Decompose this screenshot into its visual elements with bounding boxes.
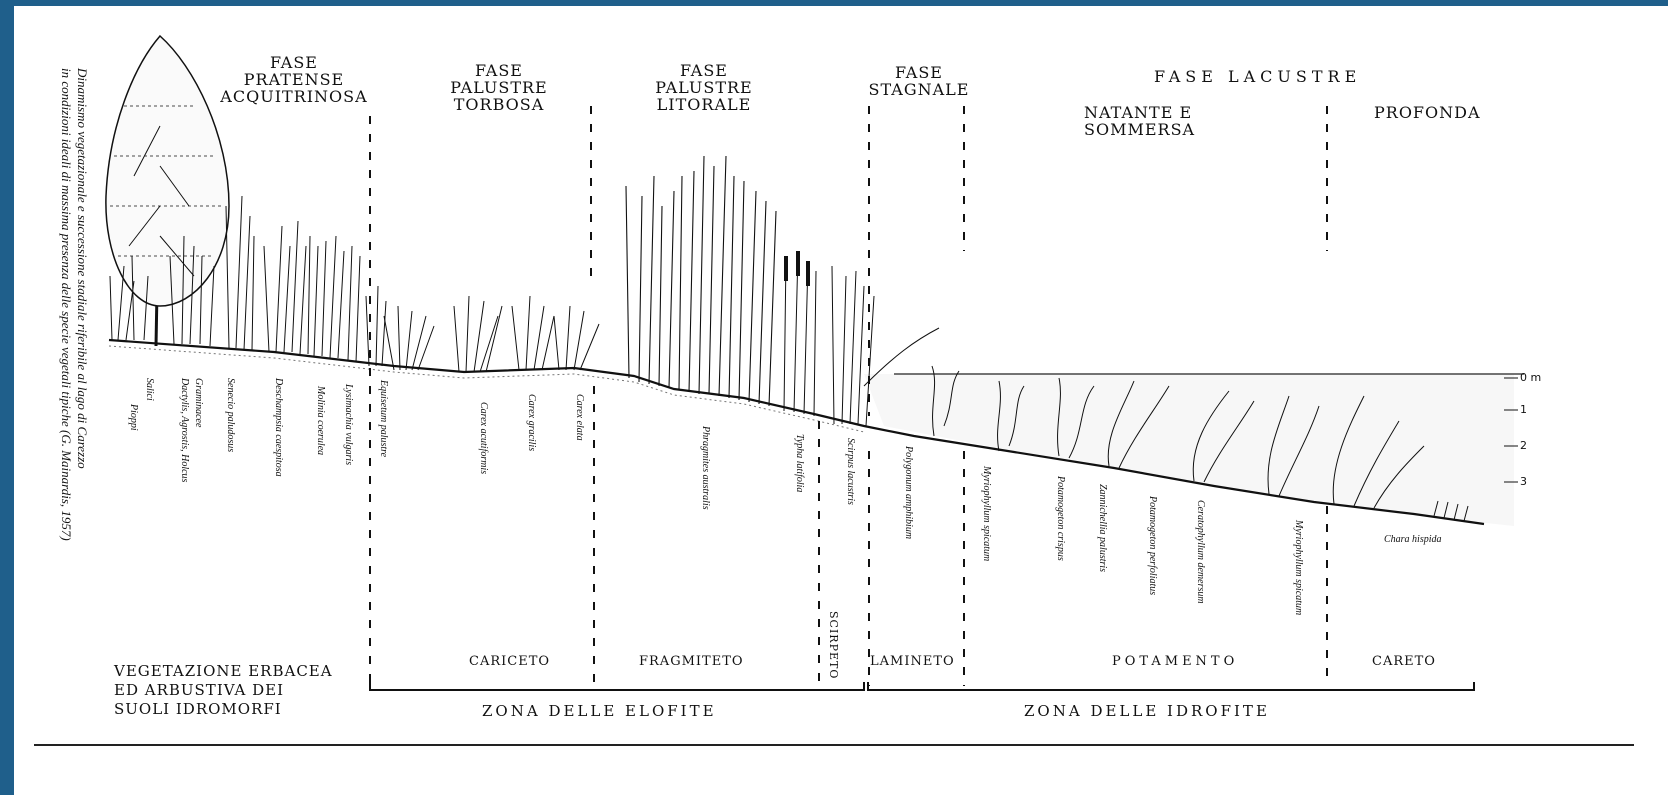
bottom-rule: [34, 744, 1634, 746]
species-zannichellia: Zannichellia palustris: [1097, 484, 1108, 572]
species-equisetum: Equisetum palustre: [378, 380, 389, 457]
depth-label-3: 3: [1520, 475, 1527, 488]
assoc-potamento: POTAMENTO: [1112, 654, 1238, 669]
species-salici: Salici: [144, 378, 155, 401]
poplar-tree: [106, 36, 229, 346]
species-scirpus: Scirpus lacustris: [845, 438, 856, 505]
species-pot-perfoliatus: Potamogeton perfoliatus: [1147, 496, 1158, 595]
species-phragmites: Phragmites australis: [700, 426, 711, 510]
phase-lacustre: FASE LACUSTRE: [1154, 68, 1361, 85]
zone-idrofite: ZONA DELLE IDROFITE: [1024, 702, 1270, 720]
figure-caption-line2: in condizioni ideali di massima presenza…: [58, 68, 74, 541]
depth-label-1: 1: [1520, 403, 1527, 416]
depth-label-0: 0 m: [1520, 371, 1541, 384]
species-chara: Chara hispida: [1384, 534, 1442, 545]
species-pot-crispus: Potamogeton crispus: [1055, 476, 1066, 561]
zone-elofite: ZONA DELLE ELOFITE: [482, 702, 717, 720]
bracket-idrofite: [868, 682, 1474, 690]
species-carex-elata: Carex elata: [574, 394, 585, 441]
phase-profonda: PROFONDA: [1374, 104, 1481, 121]
depth-label-2: 2: [1520, 439, 1527, 452]
species-molinia: Molinia coerulea: [315, 386, 326, 455]
species-lysimachia: Lysimachia vulgaris: [343, 384, 354, 465]
assoc-scirpeto: SCIRPETO: [827, 611, 840, 679]
species-polygonum: Polygonum amphibium: [903, 446, 914, 539]
bracket-elofite: [370, 682, 864, 690]
species-pioppi: Pioppi: [128, 404, 139, 431]
lake-water: [864, 374, 1514, 526]
sedge-tufts: [384, 296, 599, 372]
assoc-careto: CARETO: [1372, 654, 1436, 669]
species-deschampsia: Deschampsia caespitosa: [273, 378, 284, 477]
assoc-fragmiteto: FRAGMITETO: [639, 654, 744, 669]
typha-cattails: [784, 251, 816, 416]
assoc-cariceto: CARICETO: [469, 654, 550, 669]
species-myriophyllum-spicatum: Myriophyllum spicatum: [981, 466, 992, 561]
diagram-sheet: Dinamismo vegetazionale e successione st…: [14, 6, 1668, 795]
species-graminacee: Graminacee: [193, 378, 204, 427]
meadow-grasses: [226, 196, 386, 366]
species-myriophyllum-2: Myriophyllum spicatum: [1293, 520, 1304, 615]
species-senecio: Senecio paludosus: [225, 378, 236, 452]
species-carex-gracilis: Carex gracilis: [526, 394, 537, 451]
figure-caption-line1: Dinamismo vegetazionale e successione st…: [74, 68, 90, 469]
species-dactylis: Dactylis, Agrostis, Holcus: [179, 378, 190, 482]
species-typha: Typha latifolia: [794, 434, 805, 492]
species-carex-acutiformis: Carex acutiformis: [478, 402, 489, 474]
assoc-lamineto: LAMINETO: [870, 654, 955, 669]
species-ceratophyllum: Ceratophyllum demersum: [1195, 500, 1206, 604]
phragmites-reeds: [626, 156, 776, 406]
